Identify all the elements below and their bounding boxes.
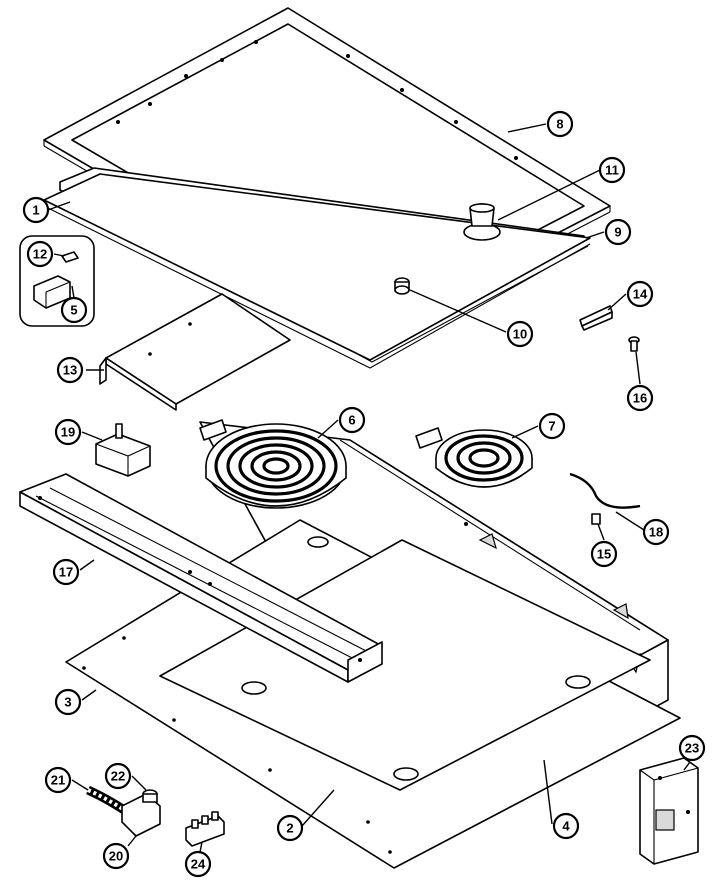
- infinite-switch: [95, 423, 151, 477]
- callout-6: 6: [338, 406, 366, 434]
- callout-13: 13: [56, 356, 84, 384]
- svg-text:23: 23: [685, 741, 699, 756]
- bracket: [579, 305, 613, 331]
- callout-21: 21: [44, 766, 72, 794]
- svg-text:9: 9: [614, 225, 621, 240]
- callout-18: 18: [642, 518, 670, 546]
- svg-text:12: 12: [33, 247, 47, 262]
- front-trim: [99, 293, 291, 411]
- callout-12: 12: [26, 240, 54, 268]
- leader-lines: [47, 123, 691, 853]
- callout-24: 24: [184, 850, 212, 878]
- svg-text:1: 1: [32, 203, 39, 218]
- glass-cooktop: [43, 167, 591, 369]
- callout-4: 4: [552, 812, 580, 840]
- callout-14: 14: [626, 280, 654, 308]
- callout-9: 9: [604, 218, 632, 246]
- callout-20: 20: [102, 842, 130, 870]
- callout-15: 15: [590, 540, 618, 568]
- svg-text:17: 17: [59, 565, 73, 580]
- svg-text:24: 24: [191, 857, 206, 872]
- small-surface-element: [415, 427, 533, 488]
- callout-22: 22: [104, 762, 132, 790]
- svg-text:16: 16: [633, 391, 647, 406]
- callout-16: 16: [626, 384, 654, 412]
- svg-text:6: 6: [348, 413, 355, 428]
- terminal-strip: [185, 811, 225, 847]
- svg-text:19: 19: [61, 425, 75, 440]
- indicator-light: [394, 277, 410, 295]
- svg-text:20: 20: [109, 849, 123, 864]
- svg-text:13: 13: [63, 363, 77, 378]
- svg-text:21: 21: [51, 773, 65, 788]
- svg-text:7: 7: [548, 419, 555, 434]
- svg-text:11: 11: [605, 163, 619, 178]
- junction-box: [639, 757, 699, 865]
- callout-8: 8: [546, 110, 574, 138]
- svg-text:14: 14: [633, 287, 648, 302]
- callout-11: 11: [598, 156, 626, 184]
- callout-5: 5: [60, 296, 88, 324]
- svg-text:8: 8: [556, 117, 563, 132]
- callout-7: 7: [538, 412, 566, 440]
- callout-19: 19: [54, 418, 82, 446]
- svg-text:4: 4: [562, 819, 570, 834]
- heat-shield: [159, 536, 651, 791]
- svg-text:10: 10: [513, 327, 527, 342]
- callout-10: 10: [506, 320, 534, 348]
- svg-text:3: 3: [64, 695, 71, 710]
- control-knob: [463, 203, 501, 241]
- callout-1: 1: [22, 196, 50, 224]
- callout-3: 3: [54, 688, 82, 716]
- svg-text:5: 5: [70, 303, 77, 318]
- callout-2: 2: [276, 814, 304, 842]
- svg-text:18: 18: [649, 525, 663, 540]
- svg-text:15: 15: [597, 547, 611, 562]
- svg-text:2: 2: [286, 821, 293, 836]
- wire-clip: [569, 472, 641, 525]
- callout-17: 17: [52, 558, 80, 586]
- svg-text:22: 22: [111, 769, 125, 784]
- large-surface-element: [199, 419, 347, 509]
- support-rail: [19, 473, 383, 683]
- callout-23: 23: [678, 734, 706, 762]
- terminal-harness: [86, 785, 161, 837]
- screw: [628, 336, 640, 352]
